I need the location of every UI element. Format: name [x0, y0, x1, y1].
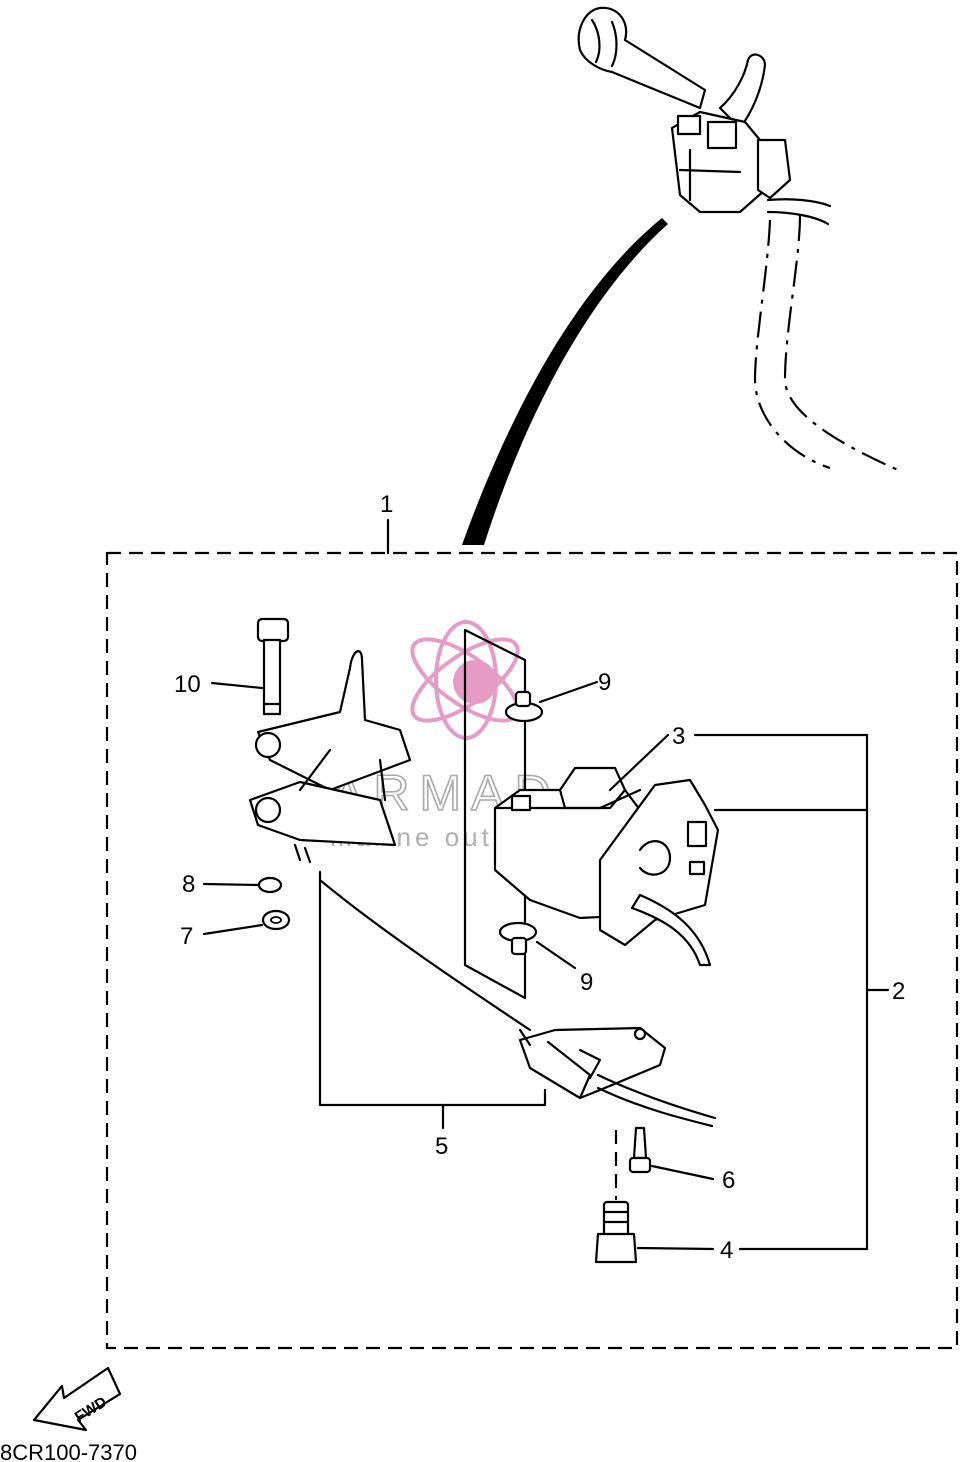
callout-8: 8	[182, 871, 195, 898]
diagram-code: 8CR100-7370	[0, 1440, 137, 1462]
handlebar-grip	[577, 6, 707, 110]
callout-9-upper: 9	[598, 669, 611, 696]
grommet-part-9-lower	[498, 921, 538, 956]
callout-1: 1	[380, 491, 393, 518]
callout-3: 3	[672, 723, 685, 750]
callout-2: 2	[892, 978, 905, 1005]
sensor-lead	[318, 878, 532, 1032]
sensor-part-5	[518, 1026, 667, 1100]
fwd-arrow: FWD	[32, 1366, 122, 1432]
callout-4: 4	[720, 1237, 733, 1264]
assembly-boundary	[105, 551, 959, 1350]
washer-part-8	[257, 876, 283, 894]
mount-plate	[463, 628, 527, 1000]
callout-5: 5	[435, 1133, 448, 1160]
throttle-lever	[718, 53, 767, 130]
bolt-part-4	[594, 1200, 638, 1264]
screw-part-6	[628, 1126, 652, 1174]
handlebar-switch-housing	[670, 110, 792, 214]
callout-7: 7	[180, 923, 193, 950]
handlebar-tube	[753, 214, 899, 472]
handlebar-wire	[766, 198, 832, 226]
grommet-part-9-upper	[504, 690, 544, 723]
switch-wire	[630, 893, 712, 967]
callout-9-lower: 9	[580, 969, 593, 996]
callout-10: 10	[174, 671, 201, 698]
switch-cover	[598, 778, 720, 947]
cable-routing	[462, 218, 668, 545]
pin-part-10	[256, 617, 290, 716]
clip-part-7	[261, 909, 291, 931]
callout-6: 6	[722, 1167, 735, 1194]
leader-lines	[202, 518, 890, 1251]
lever-bracket	[248, 650, 412, 864]
sensor-wire	[596, 1073, 717, 1128]
